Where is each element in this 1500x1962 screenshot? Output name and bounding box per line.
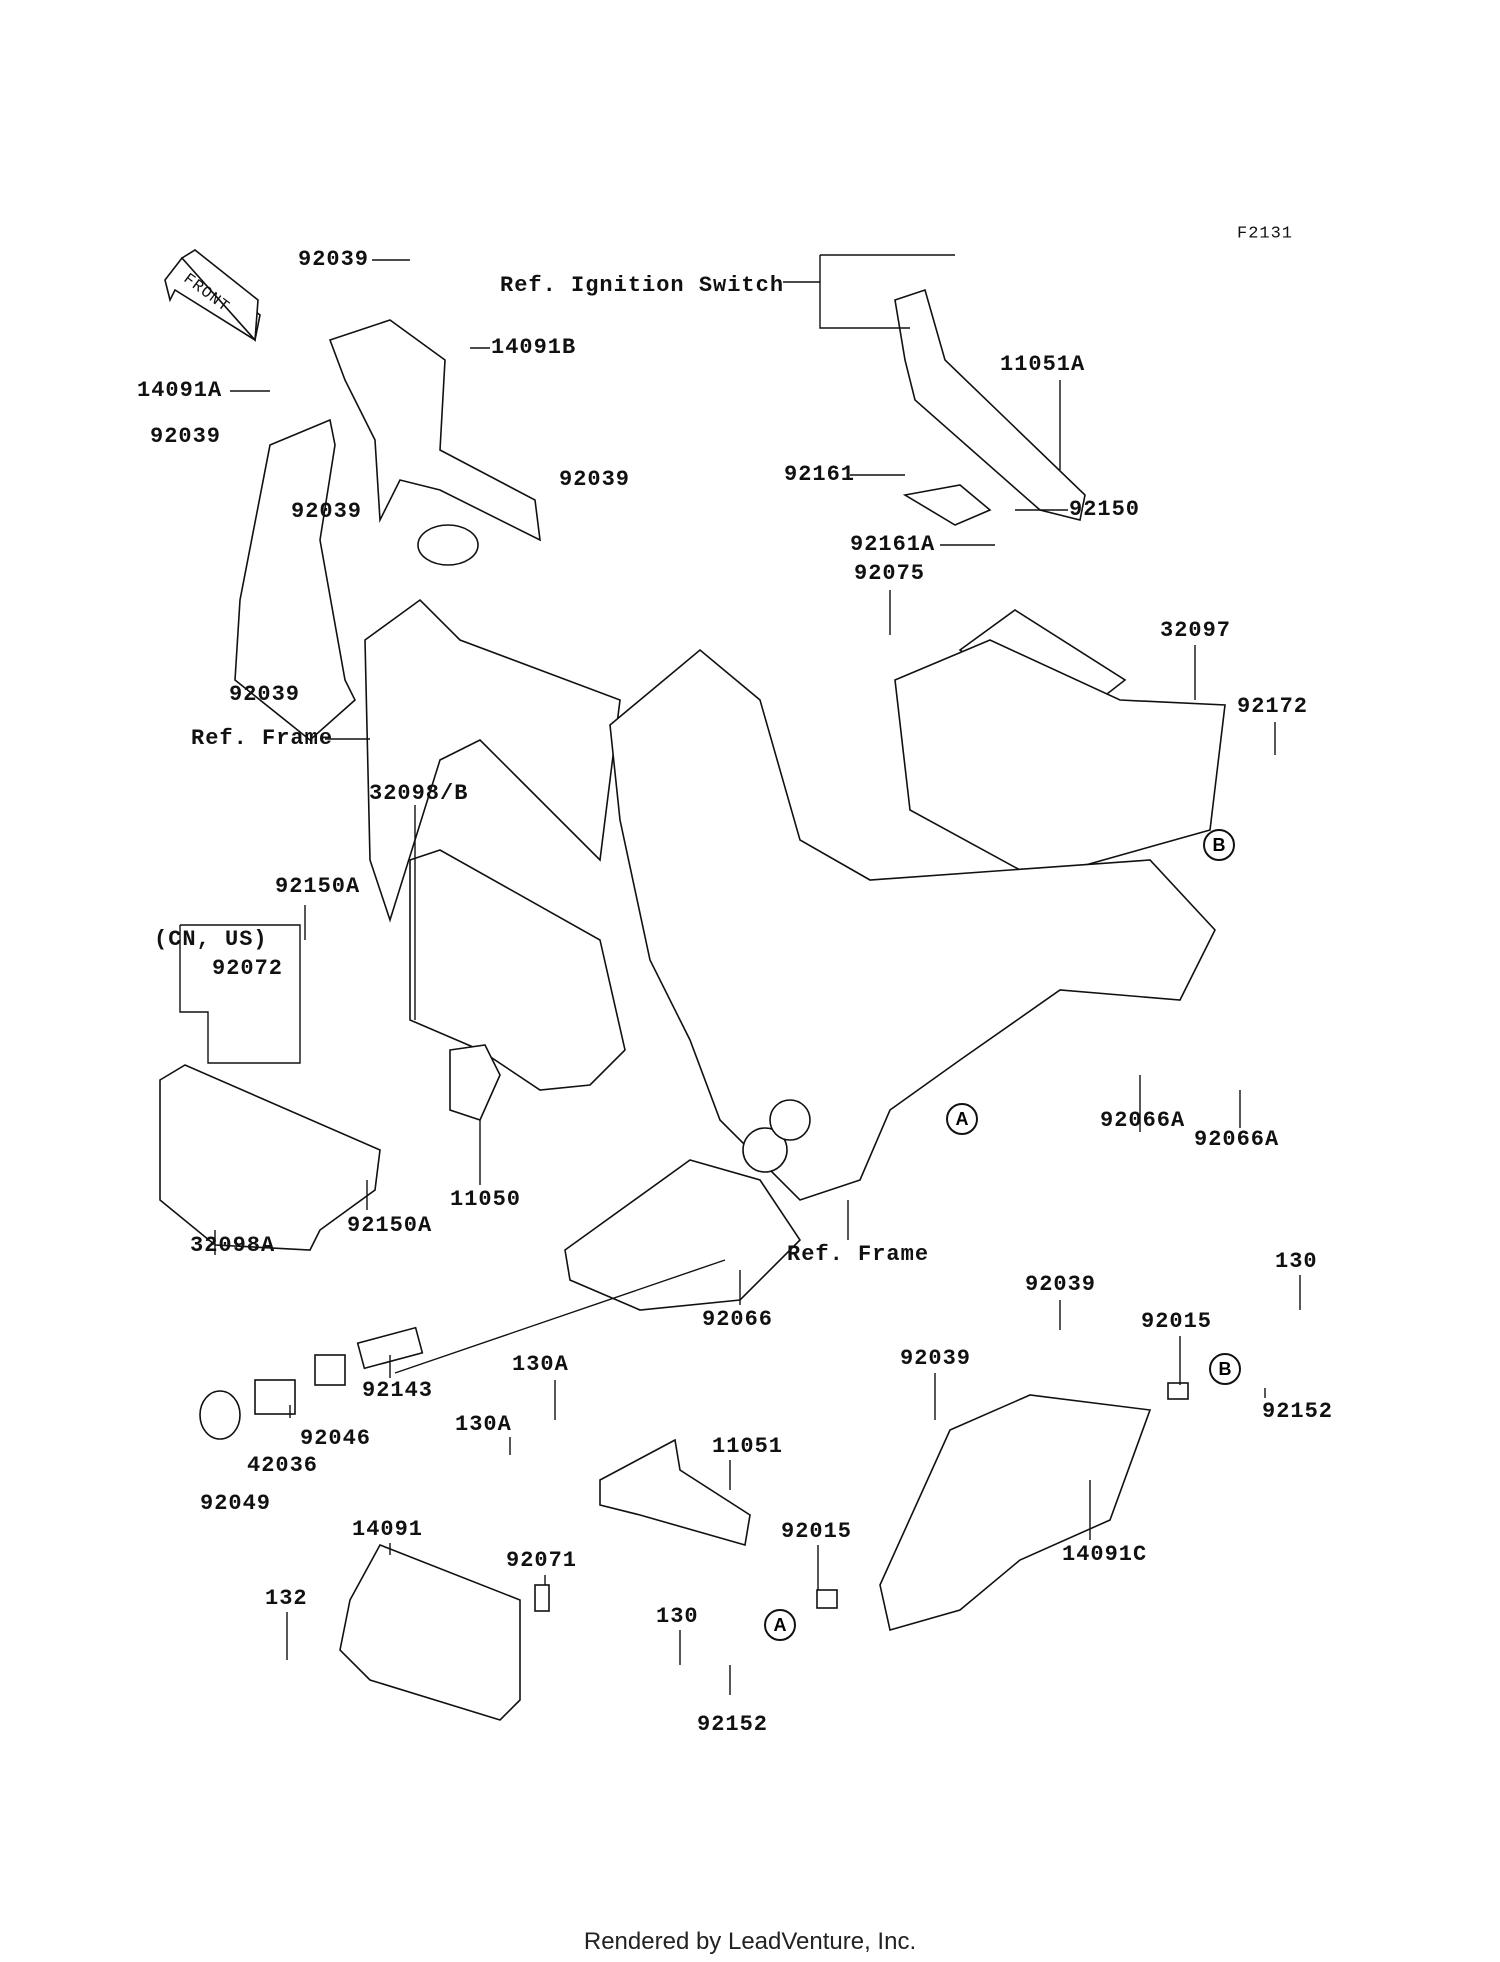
part-label: 92039 [1025,1272,1097,1297]
part-label: 92039 [298,247,370,272]
part-label: 92152 [697,1712,769,1737]
box-32098b [409,849,626,1091]
callout-a: A [946,1103,978,1135]
part-label: 92015 [781,1519,853,1544]
part-label: 14091 [352,1517,424,1542]
part-label: 92161A [850,532,936,557]
part-label: 132 [265,1586,308,1611]
swingarm [564,1159,802,1311]
part-label: 32097 [1160,618,1232,643]
part-label: 14091C [1062,1542,1148,1567]
part-label: 92039 [291,499,363,524]
part-label: 11051A [1000,352,1086,377]
part-label: 11051 [712,1434,784,1459]
part-label: 92071 [506,1548,578,1573]
bracket-11051 [599,1438,751,1547]
part-label: 92049 [200,1491,272,1516]
part-label: 130A [455,1412,512,1437]
part-label: 92075 [854,561,926,586]
footer-credit: Rendered by LeadVenture, Inc. [583,1928,917,1955]
region-box-cn-us [179,924,301,1064]
frame-ref-left [364,598,621,923]
part-label: 130 [1275,1249,1318,1274]
ref-label: Ref. Ignition Switch [500,273,785,298]
battery-case-32097 [894,639,1226,876]
part-label: 32098/B [369,781,469,806]
part-label: 92066A [1100,1108,1186,1133]
cover-14091b [328,319,541,542]
part-label: 92150 [1069,497,1141,522]
part-label: 11050 [450,1187,522,1212]
region-label: (CN, US) [154,927,268,952]
cover-14091c [879,1394,1152,1632]
part-label: 32098A [190,1233,276,1258]
leader-lines [214,254,1301,1695]
callout-b: B [1203,829,1235,861]
part-label: 14091A [137,378,223,403]
part-label: 92066A [1194,1127,1280,1152]
part-label: 92072 [212,956,284,981]
part-label: 92161 [784,462,856,487]
frame-ref-main [609,648,1216,1201]
front-arrow-icon [164,249,261,342]
part-label: 92039 [150,424,222,449]
cover-14091 [339,1543,521,1721]
callout-a: A [764,1609,796,1641]
part-label: 92150A [275,874,361,899]
part-label: 42036 [247,1453,319,1478]
part-label: 92039 [229,682,301,707]
part-label: 130 [656,1604,699,1629]
cover-14091a [234,418,356,742]
cover-32098a [159,1064,381,1251]
part-label: 92172 [1237,694,1309,719]
part-label: 92039 [559,467,631,492]
part-label: 130A [512,1352,569,1377]
part-label: 92066 [702,1307,774,1332]
part-label: 92039 [900,1346,972,1371]
part-label: 92152 [1262,1399,1334,1424]
bracket-11051a [894,288,1086,521]
part-label: 14091B [491,335,577,360]
part-label: 92150A [347,1213,433,1238]
part-label: 92046 [300,1426,372,1451]
diagram-code: F2131 [1237,224,1294,244]
ref-label: Ref. Frame [787,1242,930,1267]
part-label: 92015 [1141,1309,1213,1334]
callout-b: B [1209,1353,1241,1385]
ref-label: Ref. Frame [191,726,334,751]
part-label: 92143 [362,1378,434,1403]
